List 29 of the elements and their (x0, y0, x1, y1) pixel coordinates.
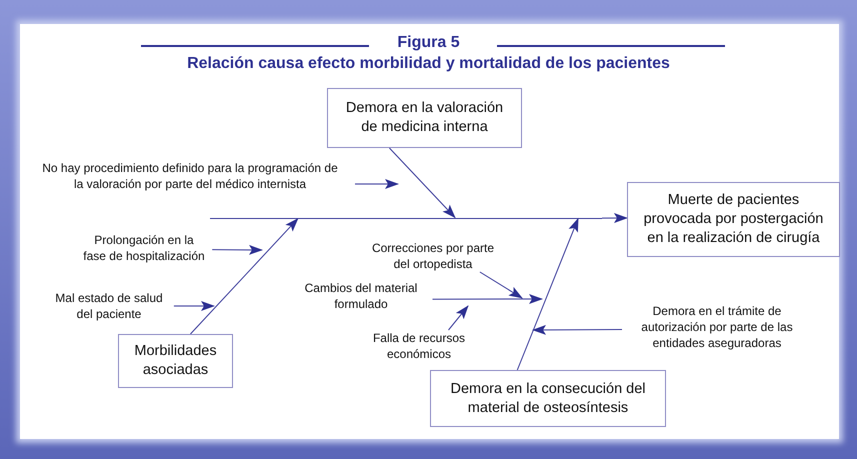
arrow (432, 294, 543, 304)
arrow (173, 301, 215, 311)
cause-text: Falla de recursos económicos (372, 330, 466, 362)
arrow (388, 148, 456, 218)
cause-text: Correcciones por parte del ortopedista (370, 240, 496, 272)
arrow (354, 179, 399, 189)
arrow (448, 305, 469, 330)
cause-box (627, 182, 840, 257)
cause-text: Prolongación en la fase de hospitalización (82, 232, 206, 264)
arrow (516, 218, 579, 370)
cause-text: Mal estado de salud del paciente (54, 290, 164, 322)
arrow (190, 218, 298, 334)
arrow (532, 324, 622, 335)
cause-text: Demora en el trámite de autorización por parte de las entidades aseguradoras (640, 303, 794, 351)
figure-subtitle: Relación causa efecto morbilidad y mortalidad de los pacientes (187, 55, 670, 73)
box-text: Muerte de pacientes provocada por postergación en la realización de cirugía (642, 191, 824, 248)
spine-line (210, 218, 602, 219)
arrow (602, 213, 628, 224)
cause-box (327, 88, 522, 148)
cause-box (430, 370, 666, 427)
arrow (479, 272, 523, 299)
box-text: Demora en la valoración de medicina interna (344, 99, 504, 137)
cause-text: Cambios del material formulado (304, 280, 418, 312)
box-text: Morbilidades asociadas (133, 342, 218, 380)
cause-text: No hay procedimiento definido para la programación de la valoración por parte del médico internista (41, 160, 339, 192)
cause-box (118, 334, 233, 388)
box-text: Demora en la consecución del material de osteosíntesis (449, 380, 647, 418)
figure-title: Figura 5 (397, 34, 460, 52)
arrow (212, 244, 263, 255)
